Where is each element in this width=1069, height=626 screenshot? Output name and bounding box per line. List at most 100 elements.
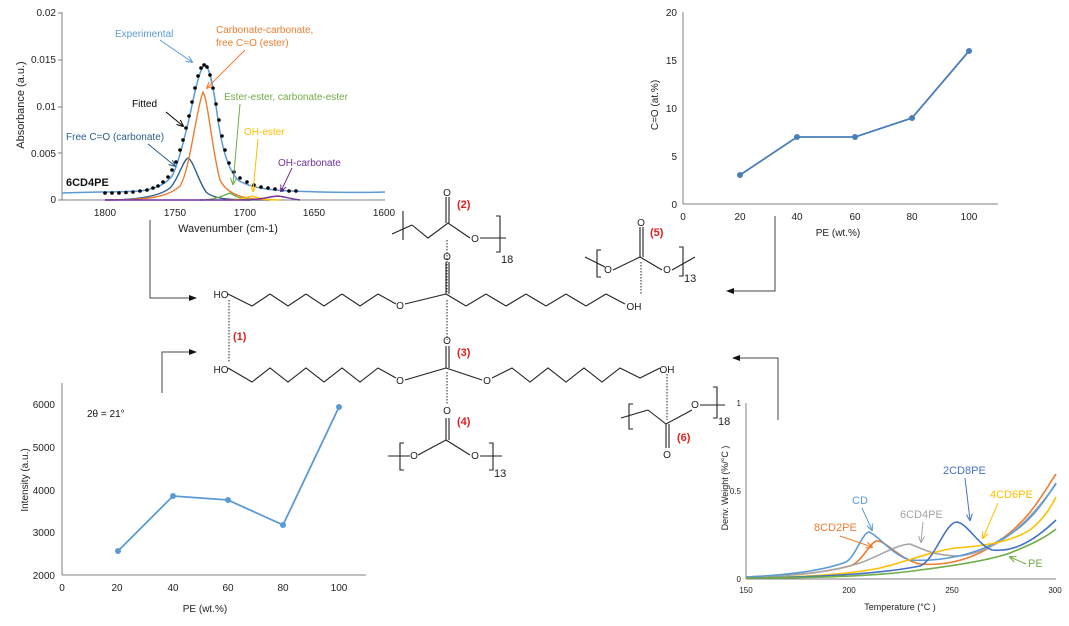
atom-o: O [396,376,404,387]
tick: 10 [666,104,678,115]
atom-ho-bottom: HO [214,365,229,376]
tick: 60 [222,583,234,594]
atom-labels: HO HO O O OH O O O OH O O O O O O O O O … [214,188,700,462]
tick: 4000 [33,486,56,497]
tick: 1800 [94,208,117,219]
dtg-label-pe: PE [1028,558,1043,570]
xrd-line [117,406,340,552]
tick: 0 [671,200,677,211]
atom-o-carbonyl-mid: O [443,336,451,347]
atom-o: O [471,234,479,245]
dtg-label-4cd6pe: 4CD6PE [990,489,1033,501]
ftir-y-label: Absorbance (a.u.) [15,61,27,148]
chemical-structure [227,197,725,471]
tick: 40 [791,212,803,223]
tick: 0.015 [31,55,56,66]
tick: 1 [737,399,742,408]
atom-o: O [410,451,418,462]
tick: 0 [680,212,686,223]
tick: 100 [961,212,978,223]
dtg-2cd8pe [745,519,1057,579]
ftir-chart: 0 0.005 0.01 0.015 0.02 1800 1750 1700 1… [15,8,396,235]
arrow-dtg-to-structure [732,355,779,420]
tick: 20 [734,212,746,223]
tick: 0 [59,583,65,594]
tick: 40 [167,583,179,594]
interaction-labels: (1) (2) (3) (4) (5) (6) [233,199,691,444]
tick: 5 [671,152,677,163]
atom-oh-bottom: OH [660,365,675,376]
tick: 1700 [234,208,257,219]
tick: 150 [739,586,753,595]
ester-ester-label: Ester-ester, carbonate-ester [224,92,349,103]
atom-o: O [483,376,491,387]
xrd-chart: 2000 3000 4000 5000 6000 0 20 40 60 80 1… [20,383,366,615]
tick: 60 [849,212,861,223]
atom-o: O [691,400,699,411]
subscript-13-top: 13 [684,273,696,285]
xrd-y-label: Intensity (a.u.) [20,448,31,511]
label-1: (1) [233,331,247,343]
tick: 1650 [303,208,326,219]
xrd-x-label: PE (wt.%) [183,604,227,615]
tick: 20 [666,8,678,19]
tick: 0.01 [37,102,57,113]
oh-carbonate-peak [105,195,301,201]
tick: 0.02 [37,8,57,19]
atom-o: O [443,188,451,199]
subscript-18-top: 18 [501,254,513,266]
atom-ho-top: HO [214,290,229,301]
tick: 3000 [33,528,56,539]
carbonate-carbonate-label-1: Carbonate-carbonate, [216,25,313,36]
xps-y-label: C=O (at.%) [650,80,661,130]
tick: 15 [666,56,678,67]
tick: 2000 [33,571,56,582]
dtg-4cd6pe [745,496,1057,579]
carbonate-carbonate-label-2: free C=O (ester) [216,38,289,49]
tick: 0 [50,195,56,206]
atom-o: O [663,265,671,276]
tick: 5000 [33,443,56,454]
arrow-ftir-to-structure [149,220,197,301]
tick: 200 [842,586,856,595]
sample-label: 6CD4PE [66,177,109,189]
free-carbonate-label: Free C=O (carbonate) [66,132,164,143]
oh-carbonate-label: OH-carbonate [278,158,341,169]
xrd-annotation: 2θ = 21° [87,409,125,420]
atom-oh-top: OH [627,302,642,313]
tick: 6000 [33,400,56,411]
atom-o: O [471,451,479,462]
tick: 20 [111,583,123,594]
tick: 300 [1048,586,1062,595]
label-4: (4) [457,416,471,428]
tick: 0 [737,575,742,584]
tick: 80 [906,212,918,223]
tick: 1750 [164,208,187,219]
connector-arrows [149,216,779,420]
dtg-label-6cd4pe: 6CD4PE [900,509,943,521]
ftir-x-ticks: 1800 1750 1700 1650 1600 [94,208,396,219]
tick: 100 [331,583,348,594]
xps-x-label: PE (wt.%) [816,228,860,239]
atom-o: O [443,406,451,417]
arrow-xrd-to-structure [161,349,197,393]
dtg-pe [745,528,1057,579]
tick: 250 [945,586,959,595]
xps-line [739,50,970,176]
label-3: (3) [457,347,471,359]
tick: 80 [277,583,289,594]
label-2: (2) [457,199,471,211]
atom-o: O [604,265,612,276]
dtg-x-label: Temperature (°C ) [864,602,936,612]
subscript-18-bottom: 18 [718,416,730,428]
atom-o: O [396,301,404,312]
atom-o-carbonyl-top: O [443,252,451,263]
carbonate-carbonate-peak [104,90,271,201]
experimental-line [61,63,386,194]
dtg-y-label: Deriv. Weight (%/°C ) [720,446,730,531]
label-6: (6) [677,432,691,444]
ftir-y-ticks: 0 0.005 0.01 0.015 0.02 [31,8,56,206]
atom-o: O [637,218,645,229]
dtg-label-cd: CD [852,495,868,507]
